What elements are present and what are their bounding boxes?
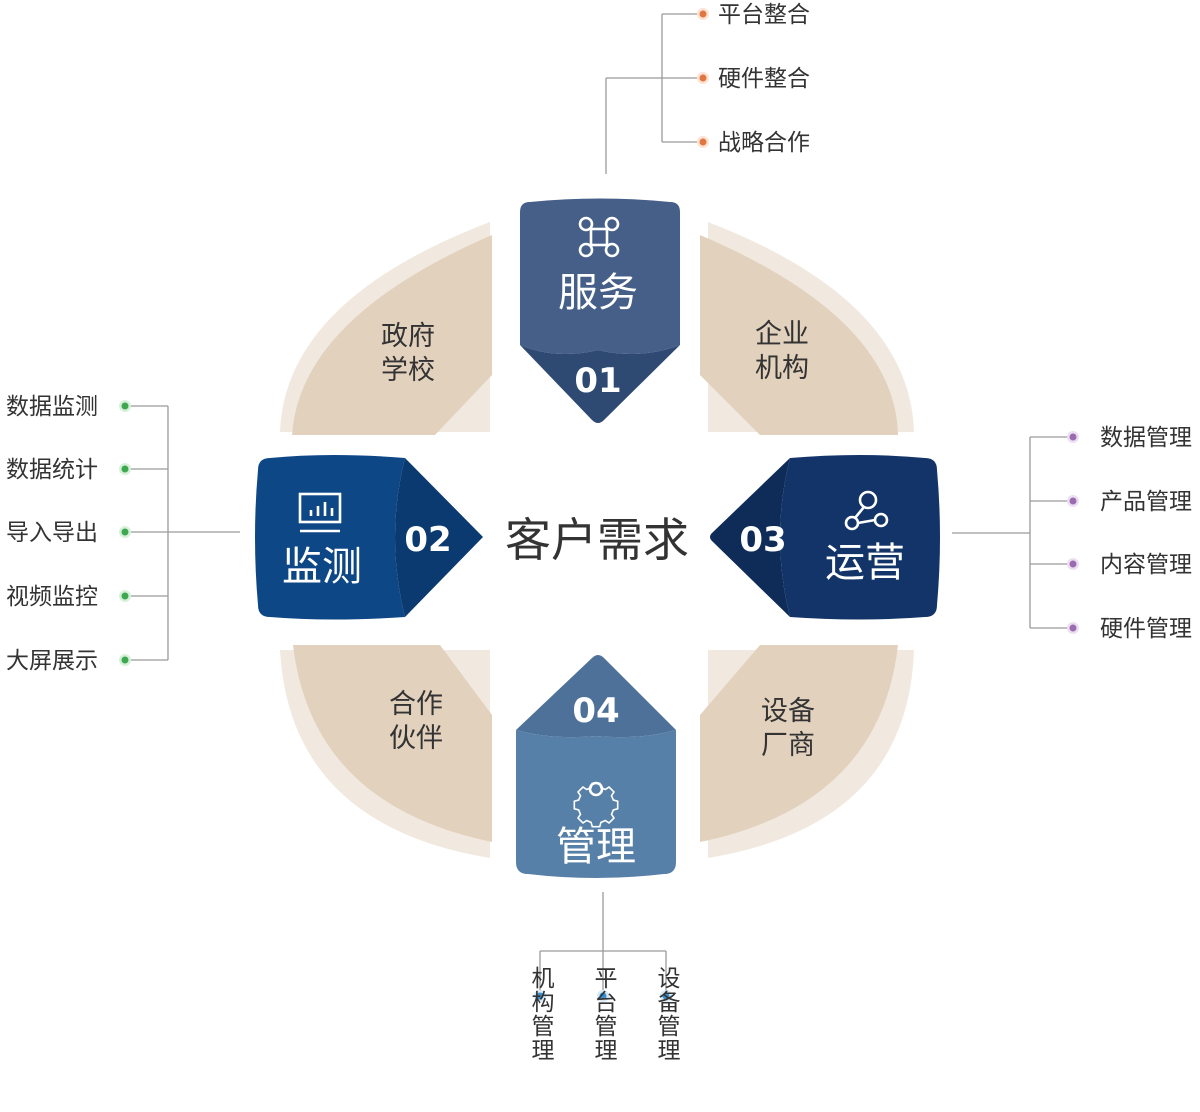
gear-icon	[573, 781, 619, 828]
command-icon	[578, 216, 620, 258]
dot-service-0	[697, 8, 709, 20]
branch-service-item-1: 硬件整合	[718, 66, 810, 92]
petal-top-left-line1: 政府	[381, 321, 435, 352]
hub-service-number: 01	[574, 361, 621, 401]
hub-monitor: 监测 02	[255, 455, 483, 620]
dot-manage-2	[660, 990, 672, 1002]
center-title: 客户需求	[505, 513, 689, 567]
petal-top-right-line1: 企业	[755, 319, 809, 350]
branch-manage-item-2: 设备管理	[653, 966, 681, 1062]
hub-monitor-number: 02	[404, 520, 451, 560]
branch-monitor-item-1: 数据统计	[6, 457, 98, 483]
branch-operate-item-3: 硬件管理	[1100, 616, 1192, 642]
petal-bottom-left: 合作 伙伴	[280, 645, 492, 858]
petal-bottom-left-line2: 伙伴	[389, 723, 443, 754]
branch-operate-item-0: 数据管理	[1100, 425, 1192, 451]
hub-manage: 管理 04	[516, 655, 676, 878]
dot-monitor-4	[119, 654, 131, 666]
petal-bottom-right: 设备 厂商	[700, 645, 914, 858]
branch-operate-item-2: 内容管理	[1100, 552, 1192, 578]
branch-service-item-2: 战略合作	[718, 130, 810, 156]
branch-manage-item-0: 机构管理	[527, 966, 555, 1062]
petal-top-right: 企业 机构	[700, 222, 914, 435]
branch-manage	[539, 892, 667, 994]
dot-monitor-3	[119, 590, 131, 602]
petal-top-left-line2: 学校	[381, 355, 435, 386]
hub-manage-number: 04	[572, 691, 619, 731]
dot-service-2	[697, 136, 709, 148]
dot-monitor-1	[119, 463, 131, 475]
hub-monitor-label: 监测	[282, 544, 362, 590]
branch-operate	[952, 436, 1073, 629]
petal-bottom-right-line2: 厂商	[761, 730, 815, 761]
branch-service	[605, 13, 703, 174]
monitor-chart-icon	[298, 492, 342, 533]
branch-monitor-item-2: 导入导出	[6, 520, 98, 546]
petal-top-right-line2: 机构	[755, 353, 809, 384]
dot-operate-0	[1067, 431, 1079, 443]
petal-top-left: 政府 学校	[280, 222, 492, 435]
dot-service-1	[697, 72, 709, 84]
hub-service-label: 服务	[558, 270, 638, 316]
hub-service: 服务 01	[520, 198, 680, 423]
hub-operate: 运营 03	[710, 455, 940, 620]
hub-operate-number: 03	[739, 520, 786, 560]
dot-monitor-2	[119, 526, 131, 538]
dot-operate-1	[1067, 495, 1079, 507]
network-nodes-icon	[844, 490, 889, 531]
branch-monitor-item-4: 大屏展示	[6, 648, 98, 674]
branch-manage-item-1: 平台管理	[590, 966, 618, 1062]
dot-operate-2	[1067, 558, 1079, 570]
petal-bottom-right-line1: 设备	[761, 696, 815, 727]
hub-operate-label: 运营	[825, 540, 905, 586]
branch-monitor-item-3: 视频监控	[6, 584, 98, 610]
branch-operate-item-1: 产品管理	[1100, 489, 1192, 515]
branch-monitor	[125, 405, 240, 661]
dot-monitor-0	[119, 400, 131, 412]
dot-manage-0	[534, 990, 546, 1002]
dot-operate-3	[1067, 622, 1079, 634]
hub-manage-label: 管理	[556, 824, 636, 870]
branch-monitor-item-0: 数据监测	[6, 394, 98, 420]
petal-bottom-left-line1: 合作	[389, 689, 443, 720]
dot-manage-1	[597, 990, 609, 1002]
branch-service-item-0: 平台整合	[718, 2, 810, 28]
